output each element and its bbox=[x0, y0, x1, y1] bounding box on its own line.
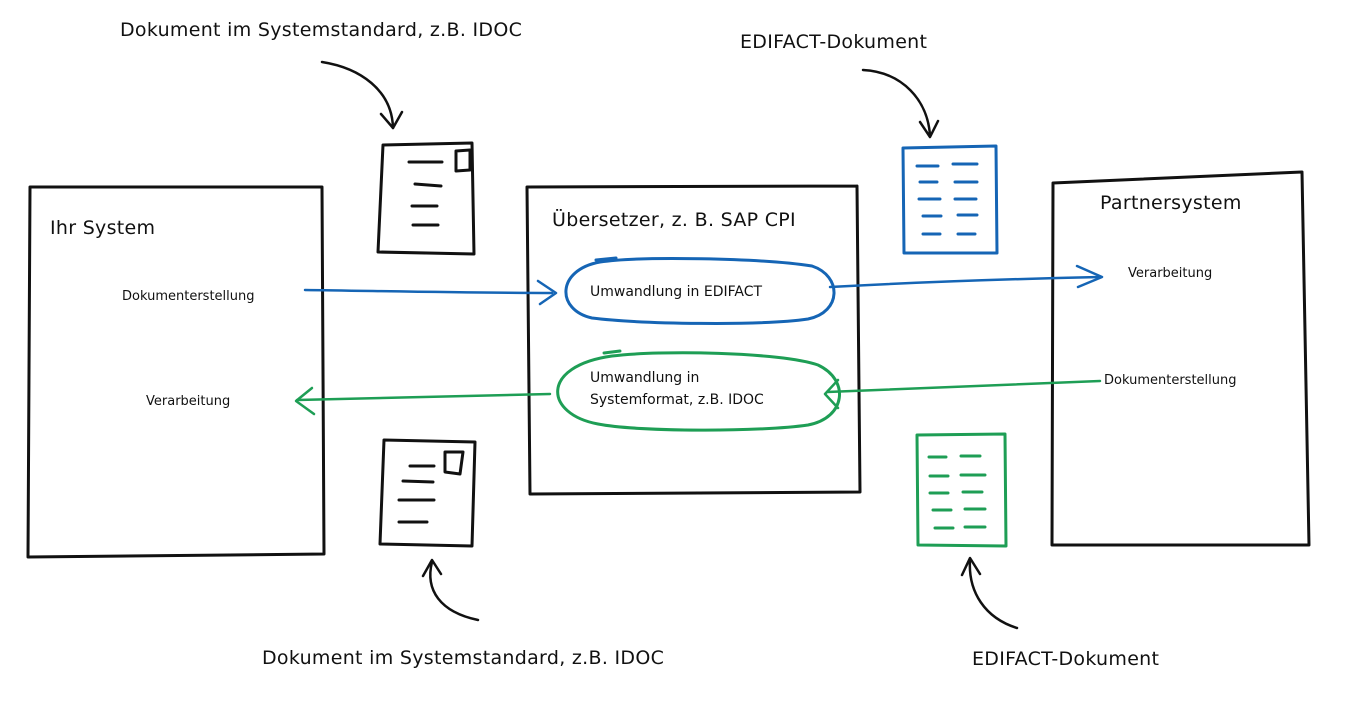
caption-edifact-bottom: EDIFACT-Dokument bbox=[972, 648, 1160, 670]
partner-system-title: Partnersystem bbox=[1100, 192, 1242, 214]
system-format-conversion-oval bbox=[556, 349, 842, 432]
inbound-flow-arrow-2 bbox=[294, 386, 552, 416]
idoc-document-icon-top bbox=[376, 141, 476, 256]
translator-step-format-line2: Systemformat, z.B. IDOC bbox=[590, 392, 764, 408]
caption-edifact-top: EDIFACT-Dokument bbox=[740, 31, 928, 53]
translator-title: Übersetzer, z. B. SAP CPI bbox=[552, 209, 796, 231]
translator-box bbox=[525, 184, 862, 496]
translator-step-edifact: Umwandlung in EDIFACT bbox=[590, 284, 763, 300]
idoc-document-icon-bottom bbox=[378, 438, 477, 548]
partner-step-processing: Verarbeitung bbox=[1128, 266, 1213, 281]
outbound-flow-arrow-1 bbox=[303, 279, 558, 306]
edifact-document-icon-top bbox=[901, 144, 999, 255]
outbound-flow-arrow-2 bbox=[828, 264, 1104, 289]
partner-step-creation: Dokumenterstellung bbox=[1104, 373, 1237, 388]
own-system-step-processing: Verarbeitung bbox=[146, 394, 231, 409]
pointer-arrow-top-right bbox=[861, 68, 940, 139]
pointer-arrow-bottom-right bbox=[960, 556, 1019, 630]
inbound-flow-arrow-1 bbox=[823, 378, 1102, 410]
own-system-title: Ihr System bbox=[50, 217, 156, 239]
edifact-document-icon-bottom bbox=[915, 432, 1008, 548]
caption-idoc-bottom: Dokument im Systemstandard, z.B. IDOC bbox=[262, 647, 665, 669]
pointer-arrow-bottom-left bbox=[421, 558, 480, 622]
translator-step-format-line1: Umwandlung in bbox=[590, 370, 700, 386]
pointer-arrow-top-left bbox=[320, 60, 404, 130]
caption-idoc-top: Dokument im Systemstandard, z.B. IDOC bbox=[120, 19, 523, 41]
own-system-step-creation: Dokumenterstellung bbox=[122, 289, 255, 304]
partner-system-box bbox=[1050, 170, 1311, 547]
own-system-box bbox=[26, 185, 326, 559]
edifact-conversion-oval bbox=[564, 256, 836, 325]
